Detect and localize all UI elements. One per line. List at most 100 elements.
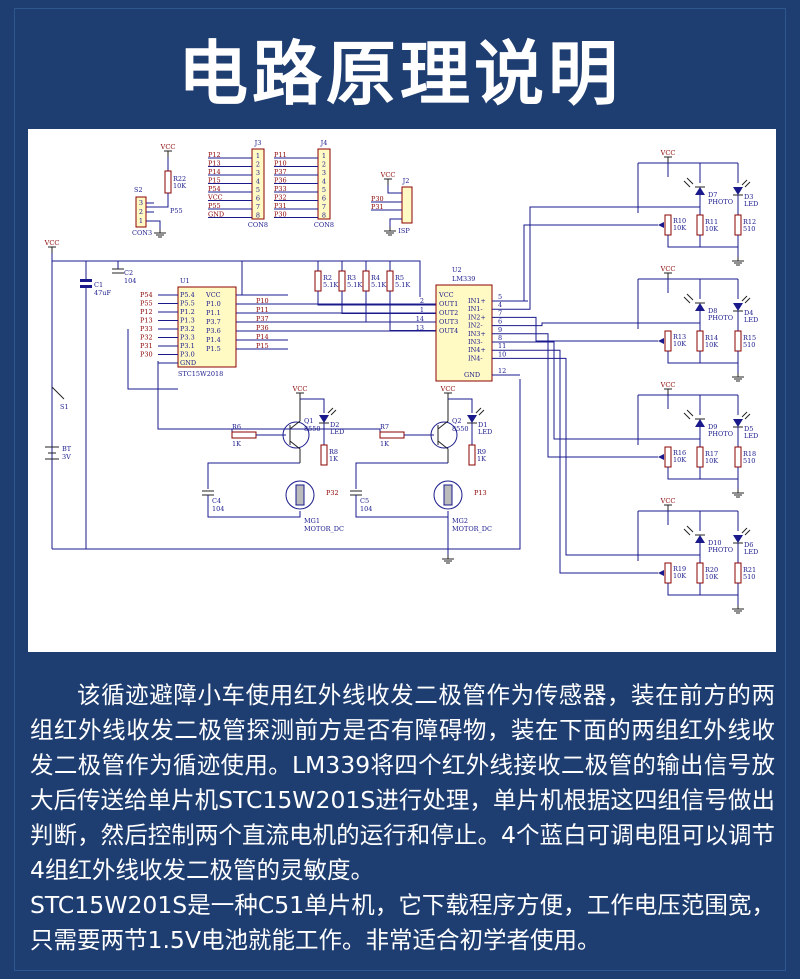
sensor-3-ref-wire (528, 357, 700, 556)
sensor-2-pot-value: 10K (673, 456, 686, 464)
sensor-0-rl-body (734, 214, 742, 236)
sensor-1-pot-ref: R13 (673, 333, 686, 341)
u1-part: STC15W2018 (178, 370, 223, 378)
u2-lpin-3: OUT3 (439, 318, 458, 326)
sensor-3-pot-ref: R19 (673, 565, 686, 573)
sensor-2-photo-ray1 (683, 412, 691, 420)
motor-1-led-wire (448, 398, 473, 413)
motor-0-vcc-label: VCC (292, 385, 308, 393)
motor-base-wire-0 (158, 428, 233, 435)
u1-pin-4: P3.2 (180, 325, 195, 333)
pullup-0-ref: R2 (323, 274, 332, 282)
sensor-1-photo-triangle (695, 303, 705, 311)
sensor-2-rp-body (696, 446, 704, 468)
j4-pin-1: 1 (322, 152, 326, 160)
u2-gnd-label: GND (464, 371, 480, 379)
u2-innum-7: 10 (498, 350, 506, 358)
motor-1-q-collector (437, 440, 449, 463)
motor-1-q-ref: Q2 (452, 417, 461, 425)
sensor-0-gnd-rail (667, 235, 738, 248)
sensor-0-rp-body (696, 214, 704, 236)
s1-lever (51, 386, 65, 400)
pullup-3-value: 5.1K (395, 281, 410, 289)
description: 该循迹避障小车使用红外线收发二极管作为传感器，装在前方的两组红外线收发二极管探测… (30, 678, 775, 958)
j3-net-5: VCC (207, 194, 223, 202)
c1-plate1 (80, 279, 92, 282)
pullup-0-value: 5.1K (323, 281, 338, 289)
motor-1-value: MOTOR_DC (452, 525, 492, 533)
motor-0-bot-wire (207, 495, 301, 518)
u2-rpin-2: IN2+ (468, 313, 486, 321)
s2-pin-2: 2 (139, 208, 143, 216)
u1-ref: U1 (180, 277, 190, 285)
u1-rnet-6: P15 (256, 342, 269, 350)
sensor-2-pot-body (664, 446, 672, 468)
sensor-1-pot-body (664, 330, 672, 352)
u2-outnum-3: 13 (416, 324, 424, 332)
u2-part: LM339 (452, 275, 475, 283)
s2-ref: S2 (134, 186, 143, 194)
motor-0-rbase-value: 1K (232, 440, 241, 448)
sensor-1-led-ray2 (744, 297, 751, 304)
sensor-3-led-ray2 (744, 529, 751, 536)
vcc-rail (51, 253, 421, 297)
sensor-1-led-triangle (733, 303, 743, 311)
sensor-1-pot-wiper (658, 338, 664, 344)
sensor-3-pot-value: 10K (673, 572, 686, 580)
s1-ref: S1 (60, 403, 69, 411)
sensor-0-led-ref: D3 (744, 193, 753, 201)
u2-innum-6: 11 (498, 342, 506, 350)
u1-pin-6: P3.1 (180, 342, 195, 350)
sensor-3-photo-triangle (695, 535, 705, 543)
j4-ref: J4 (320, 139, 328, 147)
j4-net-2: P37 (274, 168, 287, 176)
gnd-rail (52, 379, 521, 550)
c1-plate2 (80, 285, 92, 288)
motor-0-top-wire (207, 462, 300, 489)
motor-1-led-ray1 (475, 407, 482, 414)
j4-pin-8: 8 (322, 212, 326, 220)
j2-net-1: P31 (371, 203, 384, 211)
sensor-2-vcc-label: VCC (660, 381, 676, 389)
j3-ref: J3 (254, 139, 262, 147)
u2-innum-1: 4 (498, 301, 502, 309)
u2-rpin-5: IN3- (468, 338, 483, 346)
u1-body (177, 286, 237, 368)
sensor-3-in-wire (528, 349, 658, 574)
u1-net-3: P13 (140, 317, 153, 325)
sensor-2-pot-ref: R16 (673, 449, 686, 457)
u1-rpin-5: P1.4 (206, 336, 221, 344)
s2-pin-1: 1 (139, 217, 143, 225)
j4-net-3: P36 (274, 177, 287, 185)
sensor-3-rp-ref: R20 (705, 566, 718, 574)
j3-part: CON8 (248, 221, 268, 229)
sensor-3-led-ray1 (741, 527, 748, 534)
motor-0-led-ray2 (330, 409, 337, 416)
u2-lpin-4: OUT4 (439, 327, 458, 335)
u2-outnum-1: 1 (420, 306, 424, 314)
u1-rpin-1: P1.0 (206, 300, 221, 308)
sensor-3-pot-body (664, 562, 672, 584)
sensor-0-vcc-label: VCC (660, 149, 676, 157)
motor-1-cap-ref: C5 (360, 497, 369, 505)
j2-part: ISP (398, 227, 410, 235)
pullup-2-body (362, 270, 370, 292)
bt-ref: BT (62, 445, 72, 453)
sensor-0-rp-value: 10K (705, 225, 718, 233)
sensor-0-led-ray1 (741, 179, 748, 186)
sensor-1-photo-value: PHOTO (708, 314, 733, 322)
sensor-1-gnd-rail (667, 351, 738, 364)
sensor-0-photo-ref: D7 (708, 191, 717, 199)
u1-rnet-4: P36 (256, 324, 269, 332)
sensor-3-pot-wiper (658, 570, 664, 576)
motor-0-led-wire (300, 398, 325, 413)
u2-lpin-1: OUT1 (439, 300, 458, 308)
u2-rpin-7: IN4- (468, 354, 483, 362)
j4-pin-4: 4 (322, 178, 326, 186)
u1-rnet-5: P14 (256, 333, 269, 341)
r22-ref: R22 (173, 175, 186, 183)
motor-0-cap-value: 104 (212, 505, 224, 513)
sensor-1-led-ref: D4 (744, 309, 753, 317)
